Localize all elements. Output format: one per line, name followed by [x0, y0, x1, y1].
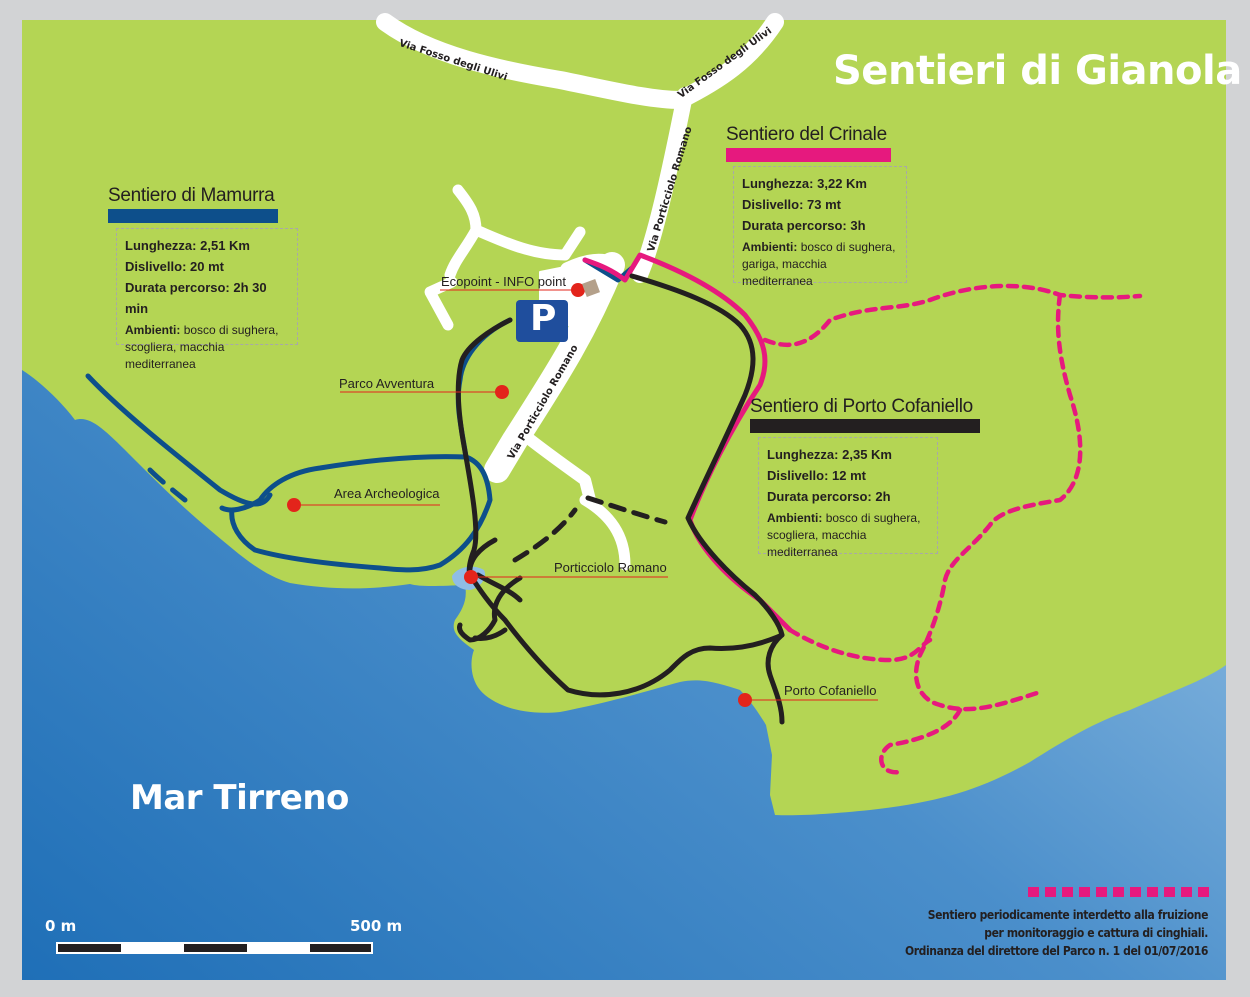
- parking-label: P: [530, 298, 557, 339]
- closure-note: Sentiero periodicamente interdetto alla …: [905, 906, 1208, 960]
- scale-label-end: 500 m: [350, 917, 403, 935]
- closure-note-line-2: per monitoraggio e cattura di cinghiali.: [984, 926, 1208, 940]
- legend-bar-cofaniello: [750, 419, 980, 433]
- parking-sign-icon[interactable]: [516, 300, 568, 342]
- sea-label: Mar Tirreno: [130, 778, 349, 818]
- closure-note-line-1: Sentiero periodicamente interdetto alla …: [927, 908, 1209, 922]
- land: [22, 20, 1226, 816]
- scale-bar: [56, 942, 373, 954]
- info-box-mamurra: Lunghezza: 2,51 Km Dislivello: 20 mt Dur…: [116, 228, 298, 371]
- poi-leaders: [294, 289, 878, 701]
- trail-name-crinale: Sentiero del Crinale: [726, 124, 887, 145]
- info-box-crinale: Lunghezza: 3,22 Km Dislivello: 73 mt Dur…: [733, 166, 907, 288]
- trail-name-mamurra: Sentiero di Mamurra: [108, 185, 275, 206]
- legend-bar-mamurra: [108, 209, 278, 223]
- closure-note-line-3: Ordinanza del direttore del Parco n. 1 d…: [904, 944, 1208, 958]
- poi-label-porticciolo[interactable]: Porticciolo Romano: [554, 560, 667, 575]
- poi-label-cofaniello[interactable]: Porto Cofaniello: [784, 683, 877, 698]
- poi-label-parco[interactable]: Parco Avventura: [339, 376, 435, 391]
- legend-bar-crinale: [726, 148, 891, 162]
- map-title: Sentieri di Gianola: [833, 48, 1242, 94]
- scale-label-start: 0 m: [45, 917, 77, 935]
- trail-name-cofaniello: Sentiero di Porto Cofaniello: [750, 396, 973, 417]
- ecopoint-building-icon: [582, 279, 600, 297]
- poi-dots: [287, 283, 752, 707]
- legend-dashed-sample: [1028, 887, 1209, 897]
- trail-crinale-dashed: [762, 283, 1143, 775]
- poi-label-area[interactable]: Area Archeologica: [334, 486, 440, 501]
- info-box-cofaniello: Lunghezza: 2,35 Km Dislivello: 12 mt Dur…: [758, 437, 938, 559]
- poi-label-ecopoint[interactable]: Ecopoint - INFO point: [441, 274, 566, 289]
